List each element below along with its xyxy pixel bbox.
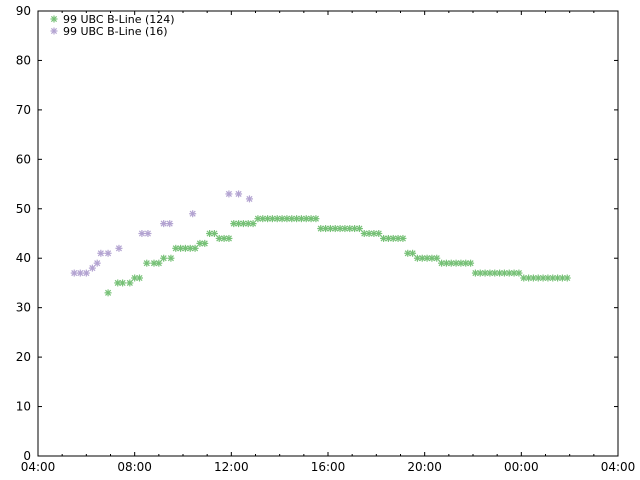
data-point-series-1 (375, 230, 383, 237)
data-point-series-1 (331, 225, 339, 233)
x-tick-label: 20:00 (407, 460, 442, 474)
data-point-series-2 (93, 259, 101, 267)
data-point-series-1 (346, 225, 354, 233)
y-tick-label: 0 (23, 449, 31, 463)
data-point-series-2 (82, 269, 90, 277)
y-tick-label: 50 (16, 202, 31, 216)
data-point-series-1 (563, 274, 571, 282)
data-point-series-2 (138, 230, 146, 237)
y-tick-label: 70 (16, 103, 31, 117)
data-point-series-1 (312, 215, 320, 223)
data-point-series-2 (235, 190, 243, 198)
data-point-series-2 (88, 264, 96, 272)
legend-marker-series-1 (50, 15, 58, 23)
data-point-series-1 (370, 230, 378, 237)
y-tick-label: 40 (16, 251, 31, 265)
legend-marker-icon (50, 27, 58, 35)
data-point-series-1 (167, 254, 175, 262)
data-point-series-1 (520, 274, 528, 282)
data-point-series-1 (225, 234, 233, 242)
data-point-series-2 (166, 220, 174, 228)
data-point-series-1 (471, 269, 479, 277)
data-point-series-1 (544, 274, 552, 282)
data-point-series-2 (189, 210, 197, 218)
data-point-series-1 (191, 244, 199, 252)
legend-marker-icon (50, 15, 58, 23)
data-point-series-1 (136, 274, 143, 282)
data-point-series-2 (160, 220, 168, 228)
data-point-series-1 (259, 215, 267, 223)
data-point-series-1 (283, 215, 291, 223)
data-point-series-1 (355, 225, 363, 233)
x-tick-label: 16:00 (311, 460, 346, 474)
x-tick-label: 08:00 (117, 460, 152, 474)
x-tick-label: 04:00 (601, 460, 636, 474)
plot-area (37, 10, 619, 457)
x-tick-label: 12:00 (214, 460, 249, 474)
data-point-series-1 (210, 230, 218, 237)
data-point-series-1 (442, 259, 450, 267)
data-point-series-1 (452, 259, 460, 267)
y-tick-label: 80 (16, 53, 31, 67)
y-tick-label: 90 (16, 4, 31, 18)
data-point-series-1 (181, 244, 189, 252)
data-point-series-1 (529, 274, 537, 282)
data-point-series-1 (467, 259, 475, 267)
data-point-series-2 (245, 195, 253, 203)
legend-entry-series-2: 99 UBC B-Line (16) (50, 25, 168, 38)
y-tick-label: 10 (16, 400, 31, 414)
data-point-series-1 (155, 259, 163, 267)
data-point-series-1 (126, 279, 134, 287)
legend: 99 UBC B-Line (124) 99 UBC B-Line (16) (50, 13, 175, 38)
data-point-series-2 (76, 269, 84, 277)
data-point-series-2 (104, 249, 112, 257)
legend-entry-series-1: 99 UBC B-Line (124) (50, 13, 175, 26)
y-tick-label: 60 (16, 152, 31, 166)
legend-label-series-2: 99 UBC B-Line (16) (63, 25, 168, 38)
data-point-series-1 (380, 234, 388, 242)
data-point-series-2 (97, 249, 105, 257)
data-point-series-1 (433, 254, 441, 262)
data-point-series-1 (235, 220, 243, 228)
data-point-series-1 (104, 289, 112, 297)
data-point-series-2 (115, 244, 123, 252)
y-tick-label: 20 (16, 350, 31, 364)
data-point-series-2 (144, 230, 152, 237)
data-point-series-1 (239, 220, 247, 228)
data-point-series-1 (160, 254, 168, 262)
y-tick-label: 30 (16, 301, 31, 315)
data-point-series-1 (534, 274, 542, 282)
axes: 0 10 20 30 40 50 60 70 80 90 04:00 08:00 12:00 16:00 2… (16, 4, 636, 474)
data-point-series-1 (119, 279, 127, 287)
data-point-series-2 (225, 190, 233, 198)
x-tick-label: 04:00 (21, 460, 56, 474)
data-point-series-1 (428, 254, 436, 262)
data-point-series-1 (486, 269, 494, 277)
data-point-series-1 (399, 234, 407, 242)
data-point-series-1 (143, 259, 151, 267)
legend-label-series-1: 99 UBC B-Line (124) (63, 13, 175, 26)
legend-marker-series-2 (50, 27, 58, 35)
data-point-series-1 (409, 249, 417, 257)
data-point-series-1 (114, 279, 122, 287)
data-point-series-2 (70, 269, 78, 277)
data-point-series-1 (491, 269, 499, 277)
data-points (70, 190, 571, 297)
x-tick-label: 00:00 (504, 460, 539, 474)
data-point-series-1 (249, 220, 257, 228)
data-point-series-1 (201, 239, 209, 247)
data-point-series-1 (278, 215, 286, 223)
data-point-series-1 (515, 269, 523, 277)
